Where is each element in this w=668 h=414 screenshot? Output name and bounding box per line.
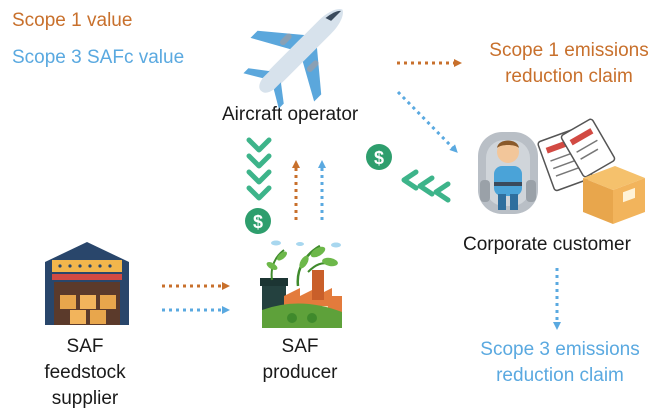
dollar-icon: $ bbox=[366, 144, 392, 170]
svg-text:$: $ bbox=[374, 148, 384, 168]
chevron-icon bbox=[246, 137, 272, 153]
package-icon bbox=[583, 166, 645, 224]
saf-producer-line1: SAF bbox=[281, 336, 319, 357]
scope1-claim-label: Scope 1 emissions reduction claim bbox=[470, 38, 668, 90]
airplane-icon bbox=[243, 9, 343, 109]
chevron-icon bbox=[246, 153, 272, 169]
svg-text:$: $ bbox=[253, 212, 263, 232]
chevron-icon bbox=[246, 169, 272, 185]
passenger-icon bbox=[478, 132, 538, 214]
scope3-flow-operator-to-customer bbox=[396, 90, 458, 153]
feedstock-supplier-label: SAF feedstock supplier bbox=[30, 334, 140, 412]
corporate-customer-label: Corporate customer bbox=[463, 234, 631, 255]
warehouse-icon bbox=[45, 242, 129, 325]
payment-chevrons-left bbox=[401, 169, 451, 203]
aircraft-operator-label: Aircraft operator bbox=[222, 104, 359, 125]
factory-icon bbox=[260, 240, 342, 328]
chevron-icon bbox=[417, 175, 435, 197]
feedstock-line3: supplier bbox=[51, 388, 119, 409]
scope3-claim-line1: Scope 3 emissions bbox=[480, 339, 640, 360]
chevron-icon bbox=[246, 185, 272, 201]
chevron-icon bbox=[401, 169, 419, 191]
feedstock-line2: feedstock bbox=[44, 362, 126, 383]
scope1-claim-line2: reduction claim bbox=[505, 66, 633, 87]
documents-icon bbox=[537, 118, 616, 192]
scope3-claim-label: Scope 3 emissions reduction claim bbox=[455, 337, 665, 389]
payment-chevrons-down bbox=[246, 137, 272, 201]
chevron-icon bbox=[433, 181, 451, 203]
legend-scope3: Scope 3 SAFc value bbox=[12, 47, 185, 68]
saf-producer-line2: producer bbox=[262, 362, 338, 383]
scope3-claim-line2: reduction claim bbox=[496, 365, 624, 386]
legend-scope1: Scope 1 value bbox=[12, 10, 133, 31]
saf-producer-label: SAF producer bbox=[245, 334, 355, 386]
dollar-icon: $ bbox=[245, 208, 271, 234]
feedstock-line1: SAF bbox=[66, 336, 104, 357]
scope1-claim-line1: Scope 1 emissions bbox=[489, 40, 649, 61]
